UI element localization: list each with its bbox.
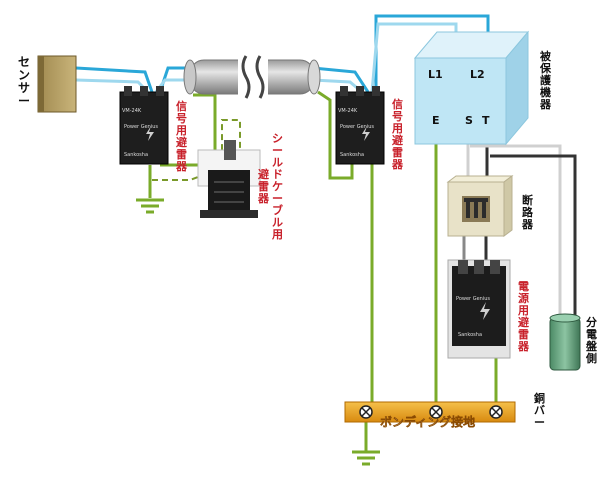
svg-text:Sankosha: Sankosha [458, 332, 482, 338]
shield-dashed-wiring [152, 119, 241, 181]
distribution-panel-label: 分 電 盤 側 [585, 315, 600, 365]
copper-bar-label: 銅 バ ー [534, 391, 549, 429]
sensor-device [37, 55, 77, 113]
shielded-cable [183, 55, 321, 99]
svg-text:L2: L2 [470, 68, 485, 81]
panel-line-light [470, 144, 562, 318]
copper-bonding-bar [344, 401, 516, 423]
power-arrester-device: Power Genius Sankosha [447, 259, 511, 359]
ground-symbol-main [352, 450, 380, 466]
bonding-ground-label: ボンディング接地 [380, 414, 475, 429]
right-arrester-ground-wire [317, 90, 354, 180]
signal-arrester-left: VM-24K Power Genius Sankosha [119, 86, 169, 165]
svg-text:T: T [482, 114, 490, 127]
svg-text:Power Genius: Power Genius [340, 124, 374, 130]
breaker-label: 断 路 器 [521, 193, 537, 231]
shield-ground-wire [160, 93, 217, 167]
signal-arrester-right: VM-24K Power Genius Sankosha [335, 86, 385, 165]
svg-text:S: S [465, 114, 473, 127]
ground-wiring [148, 90, 498, 452]
breaker-device [446, 175, 514, 237]
svg-text:Power Genius: Power Genius [456, 296, 490, 302]
shield-arrester-label: シ ー ル ド ケ ー ブ ル 用 [272, 132, 287, 241]
sensor-label: セ ン サ ー [18, 55, 34, 108]
svg-text:VM-24K: VM-24K [122, 108, 142, 114]
protected-equipment-label: 被 保 護 機 器 [539, 49, 555, 111]
svg-text:L1: L1 [428, 68, 443, 81]
svg-text:Sankosha: Sankosha [124, 152, 148, 158]
shield-cable-arrester [197, 140, 261, 218]
protected-equipment-box: L1 L2 E S T [413, 30, 530, 146]
shield-arrester-label-2: 避 雷 器 [257, 167, 273, 205]
svg-text:VM-24K: VM-24K [338, 108, 358, 114]
svg-text:Power Genius: Power Genius [124, 124, 158, 130]
ground-symbol-left [136, 198, 164, 214]
signal-arrester-right-label: 信 号 用 避 雷 器 [391, 97, 407, 171]
signal-arrester-left-label: 信 号 用 避 雷 器 [175, 99, 191, 173]
svg-text:Sankosha: Sankosha [340, 152, 364, 158]
svg-text:E: E [432, 114, 440, 127]
distribution-panel-device [549, 313, 581, 371]
power-arrester-label: 電 源 用 避 雷 器 [517, 280, 533, 353]
panel-line-dark [490, 154, 577, 318]
